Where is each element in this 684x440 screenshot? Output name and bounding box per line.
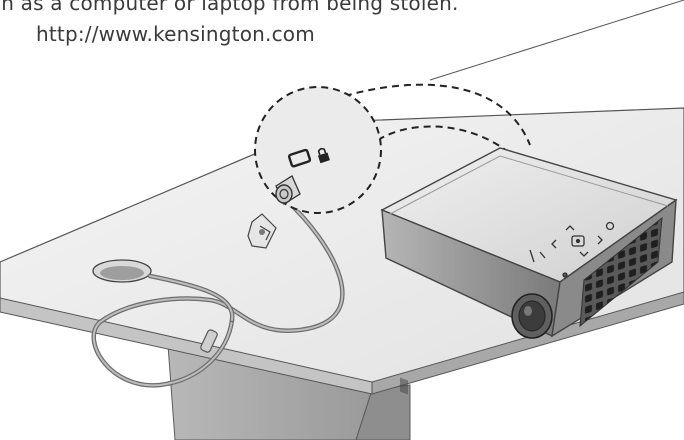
zoom-connector — [344, 83, 531, 156]
kensington-url-link[interactable]: http://www.kensington.com — [36, 22, 315, 46]
padlock-symbol-icon — [317, 147, 330, 164]
lock-head-icon — [275, 175, 301, 205]
security-cable — [91, 197, 345, 388]
zoom-detail-circle — [254, 86, 382, 214]
control-panel — [529, 221, 615, 278]
projector — [380, 147, 678, 395]
lock-anchor-icon — [247, 213, 277, 249]
projector-lens — [511, 293, 553, 339]
intro-text-line: ch as a computer or laptop from being st… — [0, 0, 459, 15]
desk-cable-hole — [92, 259, 152, 283]
kensington-slot-icon — [287, 148, 312, 168]
